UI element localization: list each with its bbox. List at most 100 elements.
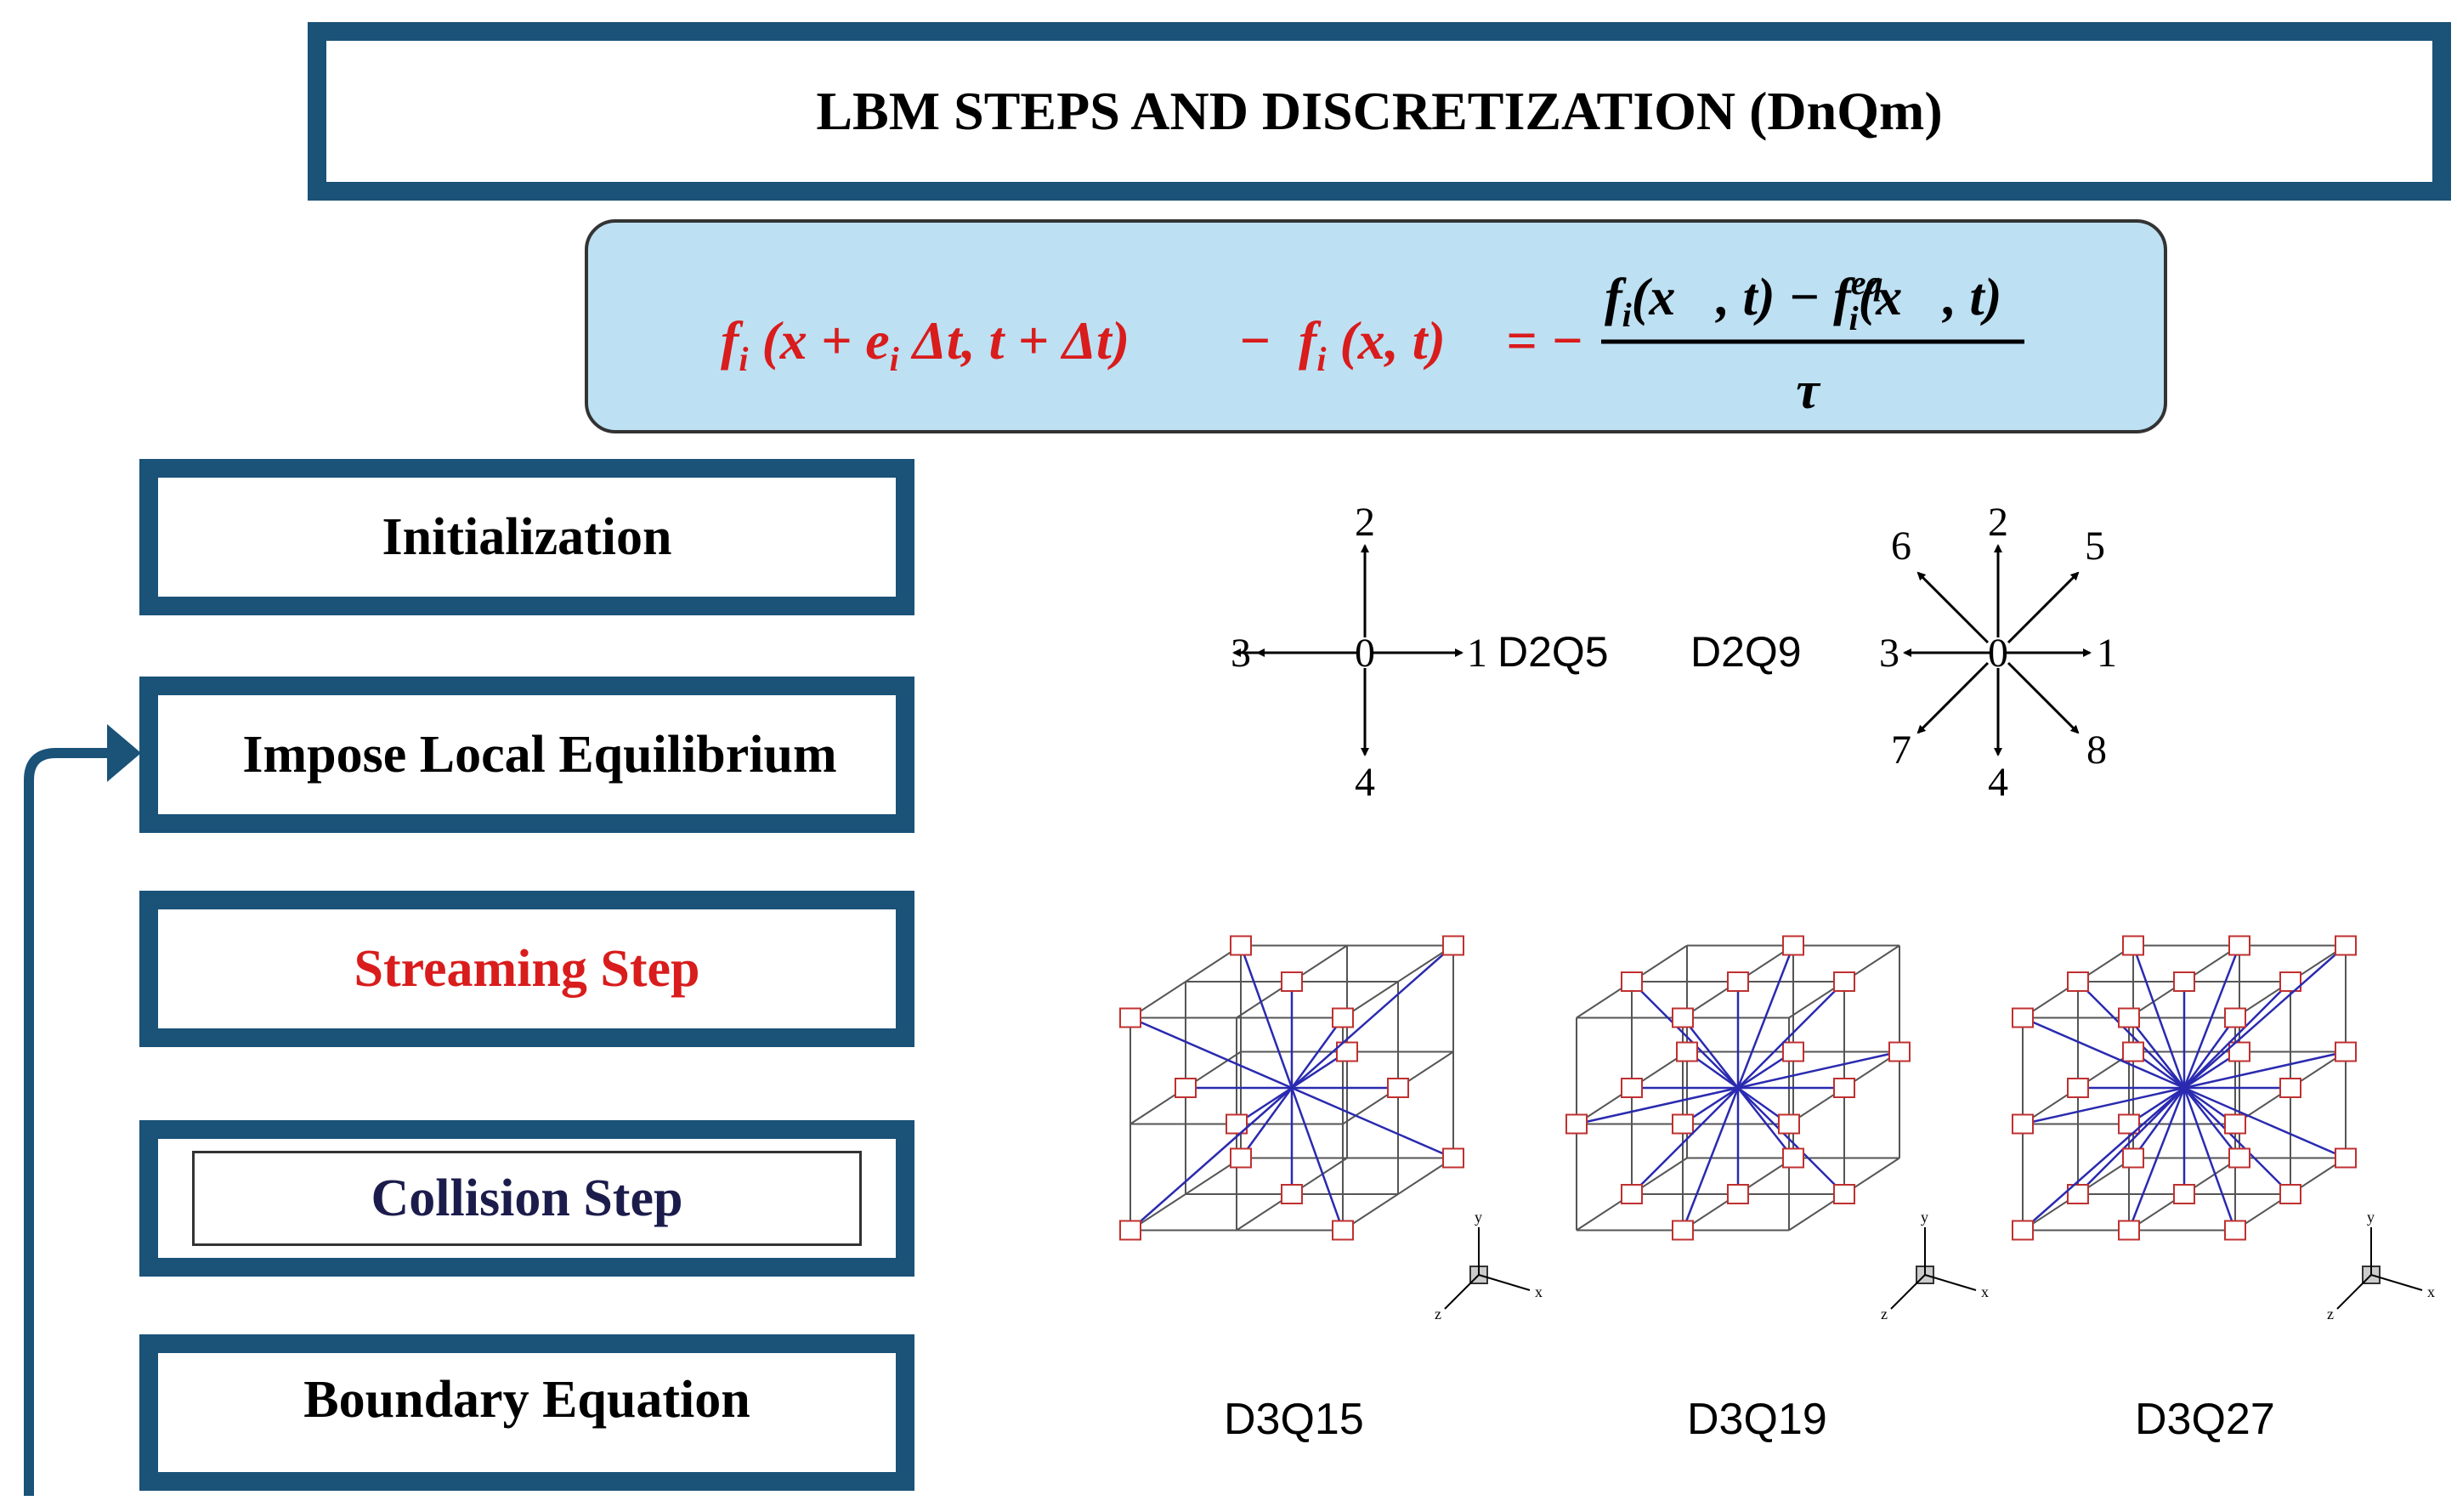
lattice-node-box — [1119, 1007, 1141, 1028]
d2q9-label-4: 4 — [1988, 760, 2008, 805]
d3q15-lattice: xyz — [1119, 935, 1543, 1322]
axis-letter: y — [2367, 1209, 2375, 1226]
lattice-vector — [2131, 1087, 2186, 1159]
lattice-node-box — [2118, 1007, 2140, 1028]
lattice-vector — [1291, 1086, 1454, 1159]
d3q19-lattice: xyz — [1565, 935, 1989, 1322]
d2q5-diagram: 0 1 2 3 4 D2Q5 — [1231, 500, 1609, 805]
lattice-vector — [2022, 1087, 2185, 1232]
lattice-node-box — [1672, 1220, 1694, 1241]
lattice-node-box — [1332, 1220, 1354, 1241]
lattice-vector — [2127, 1087, 2186, 1231]
step-collision-label: Collision Step — [192, 1151, 862, 1246]
lattice-vector — [2183, 1050, 2347, 1090]
lattice-node-box — [1336, 1041, 1358, 1062]
axis-letter: z — [2327, 1305, 2334, 1322]
loop-arrow-head — [107, 724, 141, 782]
lattice-node-box — [2067, 971, 2089, 992]
lattice-node-box — [1119, 1220, 1141, 1241]
lattice-vector — [2183, 1087, 2240, 1159]
lattice-vector — [2182, 1087, 2237, 1231]
axis-letter: x — [1535, 1283, 1543, 1300]
lattice-node-box — [1230, 935, 1252, 956]
d2q9-label-0: 0 — [1988, 631, 2008, 676]
page-title: LBM STEPS AND DISCRETIZATION (DnQm) — [326, 41, 2432, 182]
lattice-vector — [2022, 1016, 2185, 1090]
lattice-node-box — [2224, 1113, 2246, 1135]
lattice-vector — [1737, 981, 1845, 1089]
axis-x — [1924, 1274, 1977, 1291]
lattice-node-box — [2224, 1007, 2246, 1028]
lattice-node-box — [1782, 935, 1804, 956]
axis-letter: y — [1921, 1209, 1928, 1226]
d3q15-caption: D3Q15 — [1224, 1395, 1364, 1444]
lattice-node-box — [2012, 1220, 2034, 1241]
lattice-node-box — [1833, 1078, 1855, 1098]
lattice-node-box — [2012, 1007, 2034, 1028]
step-collision-outer: Collision Step — [158, 1139, 896, 1258]
lattice-node-box — [2173, 1184, 2195, 1204]
lattice-node-box — [2228, 935, 2250, 956]
lattice-node-box — [1833, 971, 1855, 992]
lattice-node-box — [2279, 1078, 2301, 1098]
lattice-node-box — [1727, 1184, 1749, 1204]
step-collision: Collision Step — [139, 1120, 914, 1277]
lattice-vector — [1129, 1087, 1293, 1232]
step-impose-local-equilibrium: Impose Local Equilibrium — [139, 677, 914, 833]
lattice-vector — [1129, 1016, 1293, 1090]
lattice-vector — [2182, 945, 2241, 1089]
lattice-node-box — [1442, 935, 1464, 956]
lattice-vector — [1631, 981, 1739, 1089]
lattice-node-box — [2122, 935, 2144, 956]
eq-lhs-a: fi(x + ei Δt, t + Δt) — [721, 310, 1129, 378]
eq-equals: = − — [1506, 310, 1583, 371]
lattice-vector — [2183, 981, 2291, 1089]
lattice-node-box — [1565, 1113, 1588, 1135]
d2q9-label-6: 6 — [1891, 524, 1911, 569]
lattice-node-box — [1778, 1113, 1800, 1135]
axis-z — [1890, 1274, 1926, 1310]
lattice-vector — [2183, 944, 2347, 1089]
lattice-vector — [1239, 945, 1294, 1089]
lattice-node-box — [2335, 1147, 2357, 1169]
lattice-node-box — [1230, 1147, 1252, 1169]
d2q5-label-4: 4 — [1355, 760, 1375, 805]
axis-letter: x — [1981, 1283, 1989, 1300]
step-boundary-equation-label: Boundary Equation — [158, 1353, 896, 1472]
lattice-node-box — [1281, 971, 1303, 992]
lattice-node-box — [1332, 1007, 1354, 1028]
lattice-node-box — [1676, 1041, 1698, 1062]
lattice-node-box — [2173, 971, 2195, 992]
d2q9-label-7: 7 — [1891, 728, 1911, 773]
d2q9-vector-7 — [1916, 661, 1990, 734]
lattice-vector — [1737, 1087, 1794, 1159]
lattice-node-box — [2279, 971, 2301, 992]
lattice-node-box — [1175, 1078, 1197, 1098]
d3q27-caption: D3Q27 — [2135, 1395, 2275, 1444]
lattice-vector — [2128, 1016, 2185, 1089]
step-initialization-label: Initialization — [158, 478, 896, 597]
step-initialization: Initialization — [139, 459, 914, 615]
lattice-node-box — [2118, 1113, 2140, 1135]
d2q9-label-1: 1 — [2097, 631, 2117, 676]
loop-arrow — [24, 724, 141, 1496]
eq-minus: − — [1238, 310, 1271, 371]
d2q9-vector-8 — [2007, 661, 2080, 734]
lattice-vector — [2183, 1086, 2347, 1159]
lattice-node-box — [1621, 971, 1643, 992]
lattice-node-box — [2335, 1041, 2357, 1062]
axis-triad: xyz — [1435, 1209, 1543, 1322]
title-frame: LBM STEPS AND DISCRETIZATION (DnQm) — [308, 22, 2451, 201]
loop-arrow-line — [24, 748, 112, 1496]
d2q9-diagram: D2Q9 0 1 2 3 4 5 6 7 8 — [1690, 500, 2117, 805]
axis-letter: x — [2427, 1283, 2435, 1300]
axis-z — [2336, 1274, 2372, 1310]
lattice-node-box — [2279, 1184, 2301, 1204]
axis-z — [1444, 1274, 1480, 1310]
lbm-equation-box: fi(x + ei Δt, t + Δt) − fi(x, t) = − fi(… — [585, 219, 2167, 433]
axis-letter: y — [1475, 1209, 1482, 1226]
lattice-node-box — [1442, 1147, 1464, 1169]
step-impose-local-equilibrium-label: Impose Local Equilibrium — [158, 695, 896, 814]
lattice-node-box — [1621, 1078, 1643, 1098]
